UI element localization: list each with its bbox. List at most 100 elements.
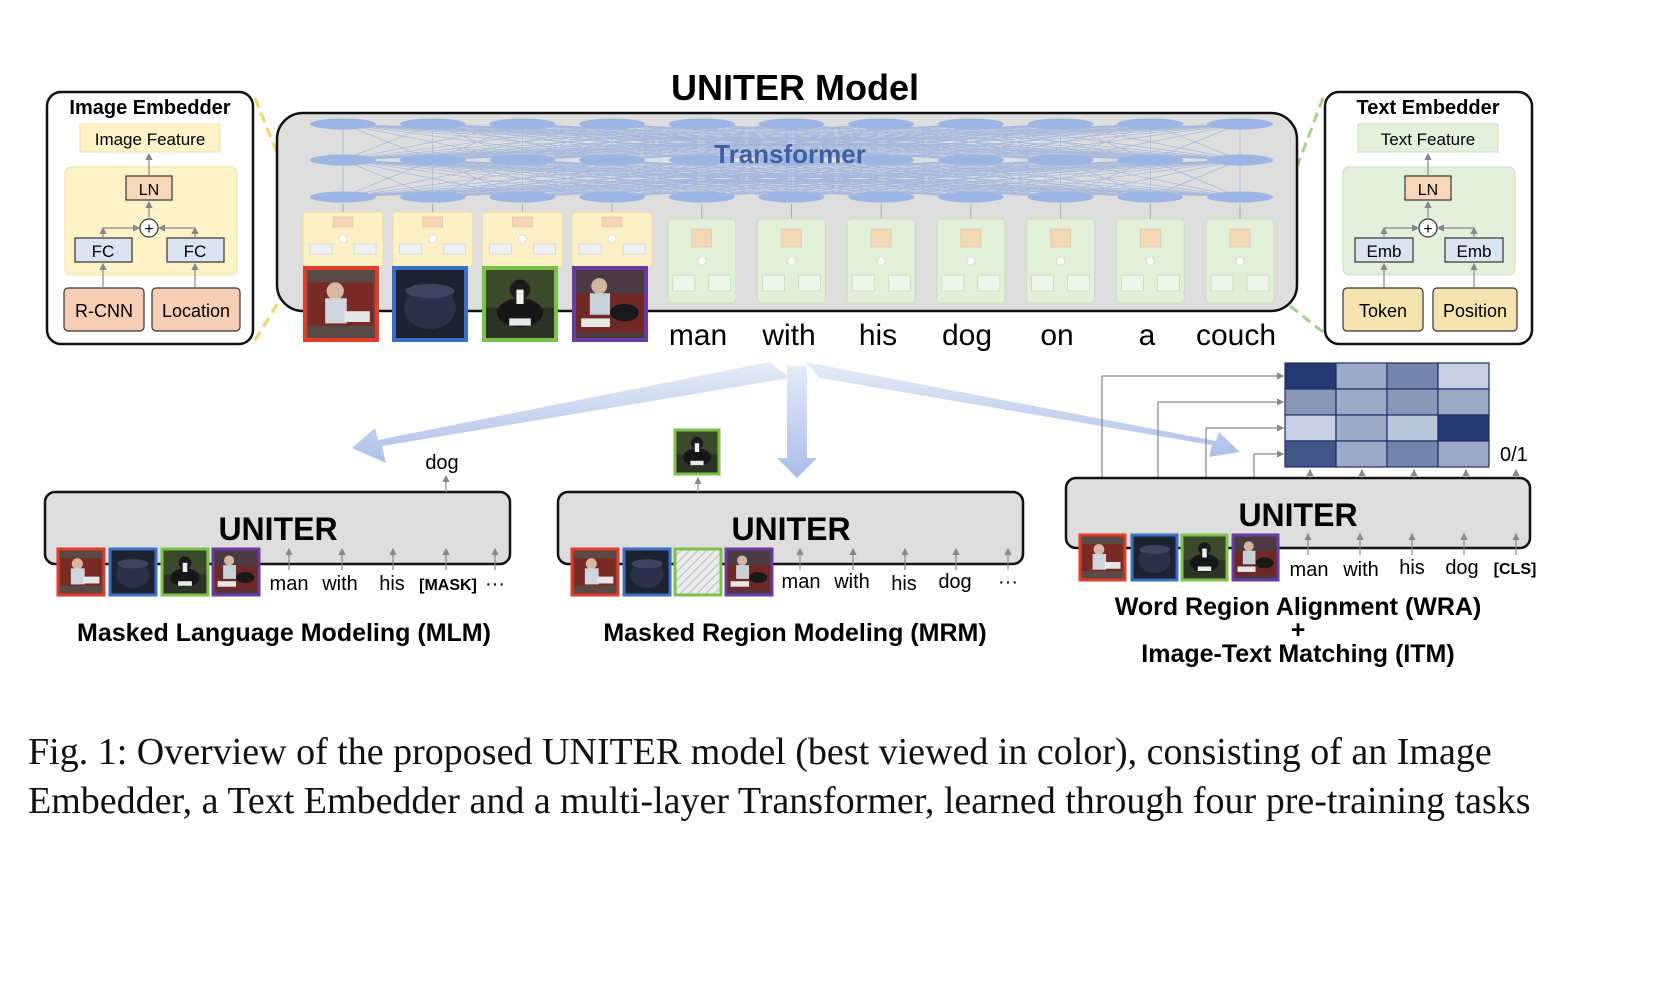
itm-token-dog: dog: [1445, 557, 1478, 579]
transformer-node: [1207, 154, 1273, 166]
region-thumbnail: [392, 266, 468, 342]
image-feature-label: Image Feature: [95, 130, 206, 149]
transformer-node: [399, 191, 466, 203]
transformer-node: [1117, 154, 1184, 166]
image-embedder-title: Image Embedder: [69, 97, 230, 119]
mrm-token-with: with: [833, 571, 870, 593]
alignment-cell: [1437, 362, 1490, 390]
image-fc-right-label: FC: [184, 242, 207, 261]
transformer-node: [489, 191, 556, 203]
itm-uniter-label: UNITER: [1238, 497, 1357, 533]
mrm-region-thumbnail: [622, 547, 672, 597]
alignment-cell: [1335, 440, 1388, 468]
alignment-cell: [1335, 414, 1388, 442]
region-thumbnails: [303, 266, 648, 342]
alignment-cell: [1386, 388, 1439, 416]
alignment-cell: [1284, 414, 1337, 442]
alignment-cell: [1437, 440, 1490, 468]
alignment-cell: [1284, 388, 1337, 416]
transformer-node: [579, 118, 646, 130]
figure-caption: Fig. 1: Overview of the proposed UNITER …: [28, 731, 1531, 822]
alignment-cell: [1437, 414, 1490, 442]
transformer-node: [758, 191, 825, 203]
transformer-node: [848, 191, 915, 203]
task-arrows: [352, 362, 1240, 478]
mrm-region-thumbnail: [724, 547, 774, 597]
transformer-node: [848, 154, 915, 166]
itm-token-with: with: [1342, 559, 1379, 581]
transformer-node: [579, 154, 646, 166]
token-label: Token: [1359, 301, 1407, 321]
mini-image-embedder: [302, 204, 384, 268]
transformer-node: [668, 154, 735, 166]
rcnn-label: R-CNN: [75, 301, 133, 321]
mini-image-embedder: [571, 204, 653, 268]
mini-image-embedder: [481, 204, 563, 268]
alignment-cell: [1335, 362, 1388, 390]
alignment-cell: [1386, 414, 1439, 442]
transformer-node: [668, 118, 735, 130]
mlm-task-name: Masked Language Modeling (MLM): [77, 619, 491, 647]
text-emb-right-label: Emb: [1457, 242, 1492, 261]
itm-output-label: 0/1: [1500, 444, 1528, 466]
mini-text-embedder: [667, 204, 737, 304]
transformer-node: [1117, 191, 1184, 203]
mlm-region-thumbnail: [108, 547, 158, 597]
itm-task-name-line2: Image-Text Matching (ITM): [1141, 640, 1454, 668]
word-a: a: [1139, 319, 1156, 352]
mlm-token-mask: [MASK]: [419, 577, 477, 594]
word-dog: dog: [942, 319, 992, 352]
diagram-title: UNITER Model: [671, 67, 919, 108]
mini-text-embedder: [1026, 204, 1096, 304]
transformer-node: [579, 191, 646, 203]
alignment-cell: [1284, 362, 1337, 390]
mlm-uniter-label: UNITER: [218, 511, 337, 547]
mlm-token-with: with: [321, 573, 358, 595]
transformer-node: [668, 191, 735, 203]
transformer-node: [937, 191, 1004, 203]
text-feature-label: Text Feature: [1381, 130, 1476, 149]
image-embedder: Image Embedder Image Feature LN + FC FC …: [45, 90, 255, 346]
mlm-token-his: his: [379, 573, 405, 595]
transformer-node: [489, 154, 556, 166]
transformer-node: [848, 118, 915, 130]
text-plus-label: +: [1423, 221, 1432, 238]
itm-region-thumbnail: [1078, 533, 1127, 582]
alignment-cell: [1386, 440, 1439, 468]
arrow-to-itm: [805, 362, 1240, 457]
mlm-token-ellipsis: ···: [485, 573, 505, 595]
arrow-to-mrm: [777, 366, 817, 478]
word-man: man: [669, 319, 727, 352]
word-with: with: [761, 319, 815, 352]
mrm-token-his: his: [891, 573, 917, 595]
mini-image-embedder: [392, 204, 474, 268]
mlm-token-man: man: [270, 573, 309, 595]
mrm-uniter-label: UNITER: [731, 511, 850, 547]
mlm-output-dog: dog: [425, 452, 458, 474]
transformer-node: [1027, 191, 1094, 203]
mlm-task: UNITER dog man with his [MASK] ··· Maske…: [43, 452, 512, 647]
mrm-task-name: Masked Region Modeling (MRM): [603, 619, 986, 647]
region-thumbnail: [303, 266, 379, 342]
mrm-region-thumbnail: [570, 547, 620, 597]
transformer-node: [758, 154, 825, 166]
transformer-node: [758, 118, 825, 130]
alignment-cell: [1437, 388, 1490, 416]
transformer-node: [1027, 118, 1094, 130]
region-thumbnail: [572, 266, 648, 342]
mini-text-embedder: [1205, 204, 1275, 304]
position-label: Position: [1443, 301, 1507, 321]
mrm-token-ellipsis: ···: [998, 571, 1018, 593]
alignment-cell: [1284, 440, 1337, 468]
transformer-node: [310, 191, 376, 203]
text-ln-label: LN: [1418, 182, 1438, 199]
arrow-to-mlm: [352, 362, 790, 463]
transformer-node: [489, 118, 556, 130]
itm-region-thumbnail: [1231, 533, 1280, 582]
masked-region: [673, 547, 723, 597]
image-ln-label: LN: [139, 182, 159, 199]
transformer-node: [1207, 191, 1273, 203]
transformer-label: Transformer: [714, 139, 866, 169]
input-words: man with his dog on a couch: [669, 319, 1276, 352]
transformer-node: [310, 154, 376, 166]
